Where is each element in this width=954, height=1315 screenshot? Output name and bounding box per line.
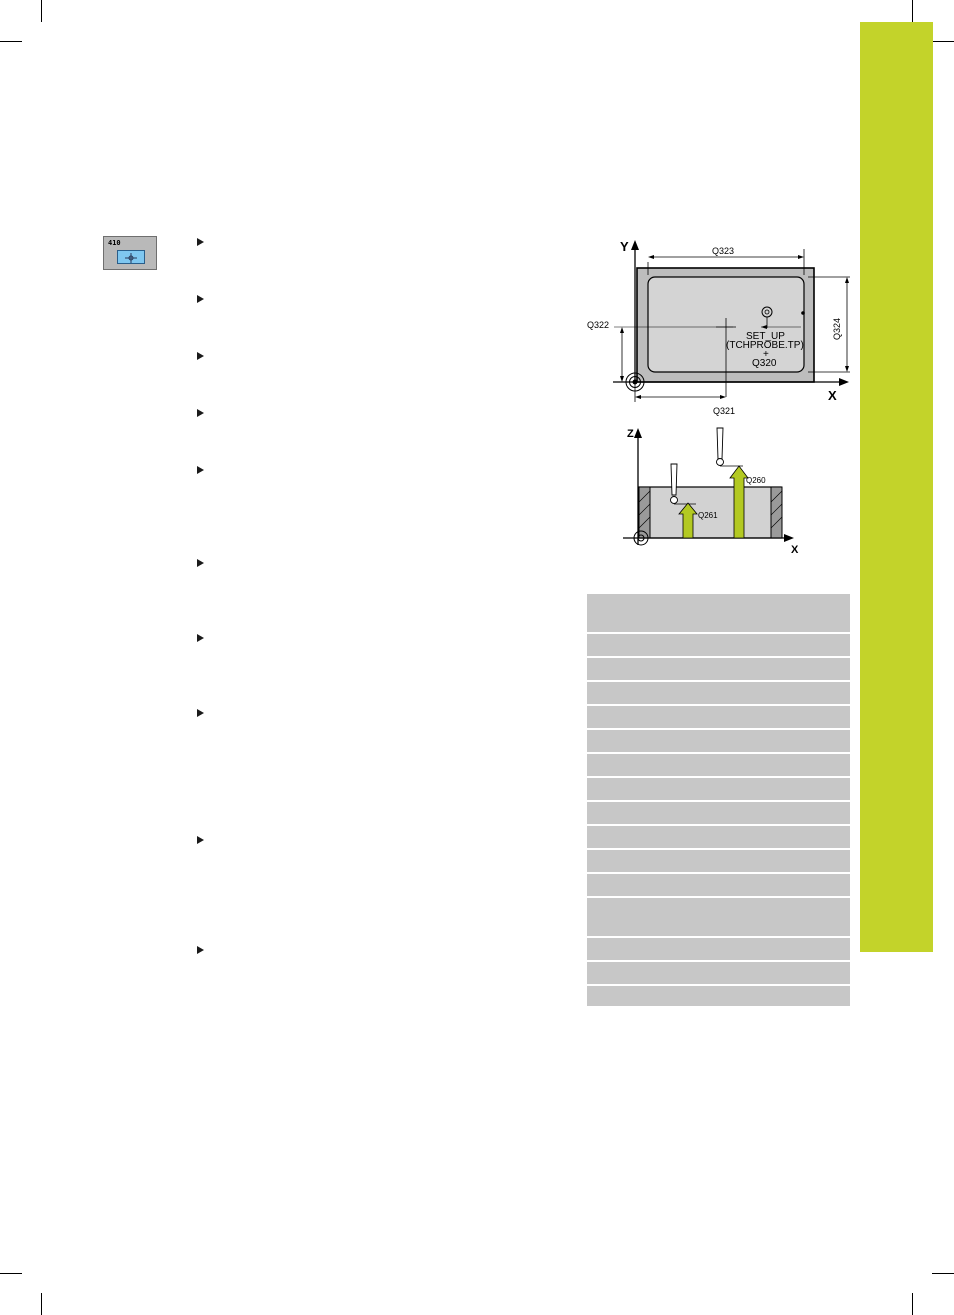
axis-x-label-side: X (791, 544, 799, 556)
q320-label: Q320 (752, 358, 777, 369)
table-row (587, 802, 850, 826)
q260-label: Q260 (746, 476, 766, 485)
crop-mark (0, 1273, 22, 1274)
table-row (587, 986, 850, 1008)
table-row (587, 898, 850, 938)
side-view-diagram: Z X Q260 Q261 (623, 427, 799, 556)
crop-mark (932, 41, 954, 42)
table-row (587, 594, 850, 634)
technical-figure: Y X Q323 Q324 Q322 Q321 (587, 239, 850, 556)
probe-center-icon (117, 250, 145, 264)
table-row (587, 682, 850, 706)
table-row (587, 706, 850, 730)
cycle-number: 410 (108, 239, 121, 247)
plus-label: + (763, 349, 769, 360)
cycle-410-softkey[interactable]: 410 (103, 236, 157, 270)
table-row (587, 634, 850, 658)
table-row (587, 938, 850, 962)
table-row (587, 658, 850, 682)
crop-mark (912, 1293, 913, 1315)
parameter-bullet-icon (197, 295, 204, 303)
top-view-diagram: Y X Q323 Q324 Q322 Q321 (587, 239, 850, 416)
crop-mark (41, 1293, 42, 1315)
parameter-table (587, 594, 850, 1008)
parameter-bullet-icon (197, 634, 204, 642)
table-row (587, 826, 850, 850)
table-row (587, 874, 850, 898)
parameter-bullet-icon (197, 352, 204, 360)
q261-label: Q261 (698, 511, 718, 520)
parameter-bullet-icon (197, 559, 204, 567)
table-row (587, 778, 850, 802)
crop-mark (932, 1273, 954, 1274)
parameter-bullet-icon (197, 409, 204, 417)
q323-label: Q323 (712, 246, 734, 256)
crop-mark (912, 0, 913, 22)
chapter-side-tab (860, 22, 933, 952)
table-row (587, 754, 850, 778)
q324-label: Q324 (832, 318, 842, 340)
parameter-bullet-icon (197, 709, 204, 717)
tchprobe-label: (TCHPROBE.TP) (726, 340, 804, 351)
q322-label: Q322 (587, 320, 609, 330)
setup-label: SET_UP (746, 331, 785, 342)
table-row (587, 962, 850, 986)
axis-z-label: Z (627, 428, 634, 440)
crop-mark (0, 41, 22, 42)
axis-y-label: Y (620, 239, 629, 254)
q321-label: Q321 (713, 406, 735, 416)
parameter-bullet-icon (197, 238, 204, 246)
table-row (587, 850, 850, 874)
parameter-bullet-icon (197, 466, 204, 474)
parameter-bullet-icon (197, 946, 204, 954)
parameter-bullet-icon (197, 836, 204, 844)
table-row (587, 730, 850, 754)
crop-mark (41, 0, 42, 22)
axis-x-label: X (828, 388, 837, 403)
